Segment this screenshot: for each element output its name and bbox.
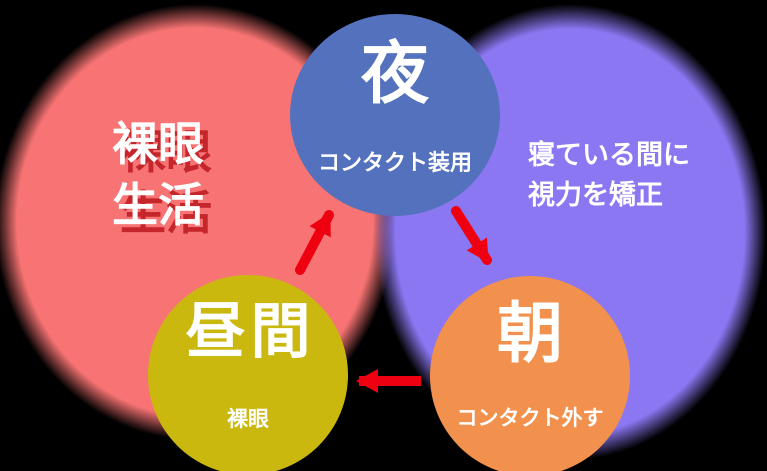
sleep-correction-line2: 視力を矯正 xyxy=(528,180,663,210)
daytime-title: 昼間 xyxy=(185,298,316,365)
morning-subtitle: コンタクト外す xyxy=(456,407,604,430)
night-title: 夜 xyxy=(360,36,429,112)
morning-title: 朝 xyxy=(497,296,563,370)
naked-eye-life-line2: 生活 xyxy=(112,179,204,231)
naked-eye-life-line1: 裸眼 xyxy=(112,118,204,170)
sleep-correction-line1: 寝ている間に xyxy=(528,140,690,170)
night-subtitle: コンタクト装用 xyxy=(317,150,472,175)
daytime-circle: 昼間 裸眼 xyxy=(148,275,348,471)
naked-eye-life-label: 裸眼 生活 xyxy=(112,114,204,236)
daytime-subtitle: 裸眼 xyxy=(227,408,269,431)
morning-circle: 朝 コンタクト外す xyxy=(430,276,630,471)
sleep-correction-label: 寝ている間に 視力を矯正 xyxy=(528,135,690,215)
night-circle: 夜 コンタクト装用 xyxy=(290,14,500,216)
